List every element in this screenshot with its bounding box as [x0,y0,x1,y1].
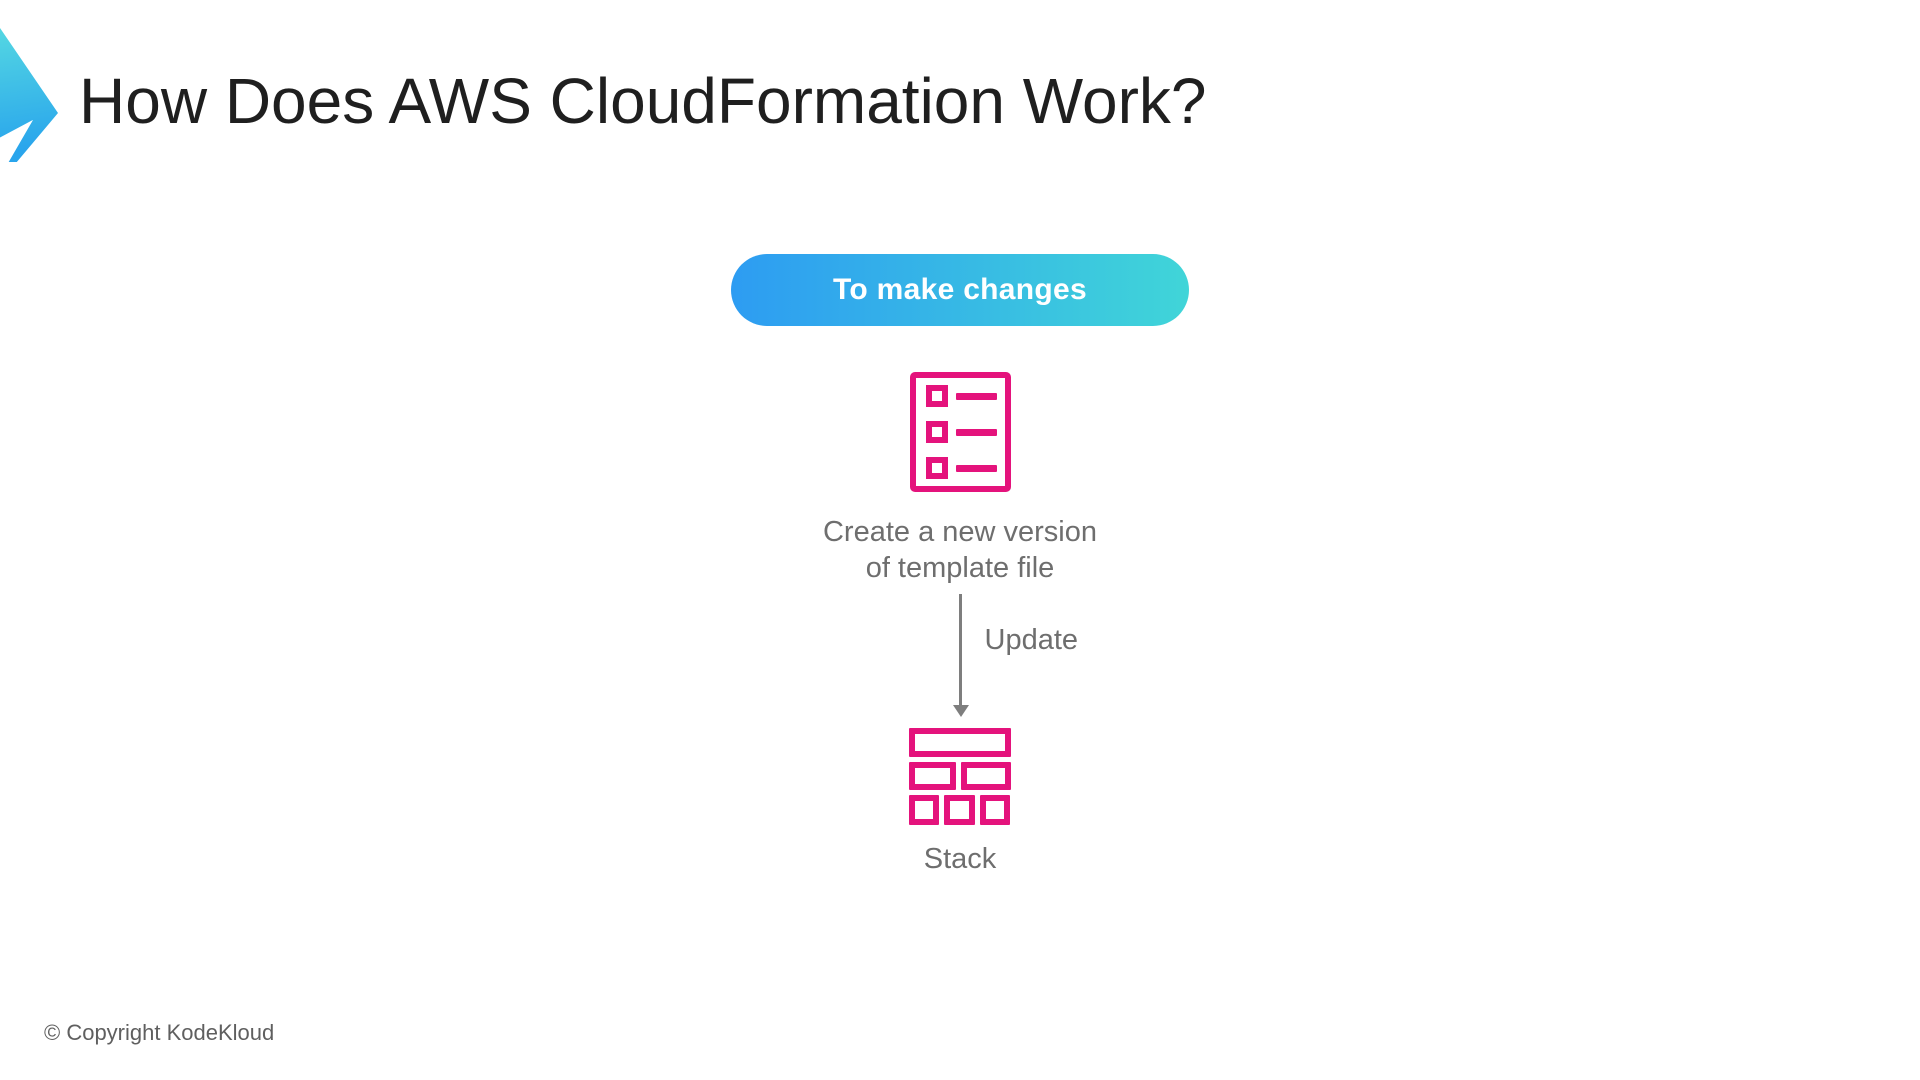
update-label: Update [984,624,1079,656]
checklist-row [925,385,1005,407]
copyright-footer: © Copyright KodeKloud [44,1020,275,1045]
stack-row [909,728,1011,757]
to-make-changes-pill: To make changes [731,254,1189,326]
checklist-row [925,457,1005,479]
stack-row [909,795,1011,825]
arrow-line [958,594,962,705]
template-file-icon [909,372,1011,492]
brick-icon [909,795,939,825]
brick-icon [980,795,1010,825]
text-line-icon [955,428,997,436]
text-line-icon [955,392,997,400]
slide-title: How Does AWS CloudFormation Work? [79,65,1207,137]
stack-label: Stack [923,843,997,875]
stack-icon [909,728,1011,825]
checkbox-icon [925,457,948,479]
cloudformation-update-flow: To make changes Create a new version of … [0,254,1920,877]
template-caption: Create a new version of template file [822,516,1098,584]
brick-icon [961,762,1011,790]
brick-icon [909,728,1011,757]
checkbox-icon [925,385,948,407]
checklist-row [925,421,1005,443]
arrow-down-icon [952,705,969,717]
brick-icon [944,795,975,825]
text-line-icon [955,464,997,472]
kodekloud-chevron-icon [0,28,58,162]
brick-icon [909,762,956,790]
update-arrow: Update [952,594,1078,717]
checkbox-icon [925,421,948,443]
stack-row [909,762,1011,790]
